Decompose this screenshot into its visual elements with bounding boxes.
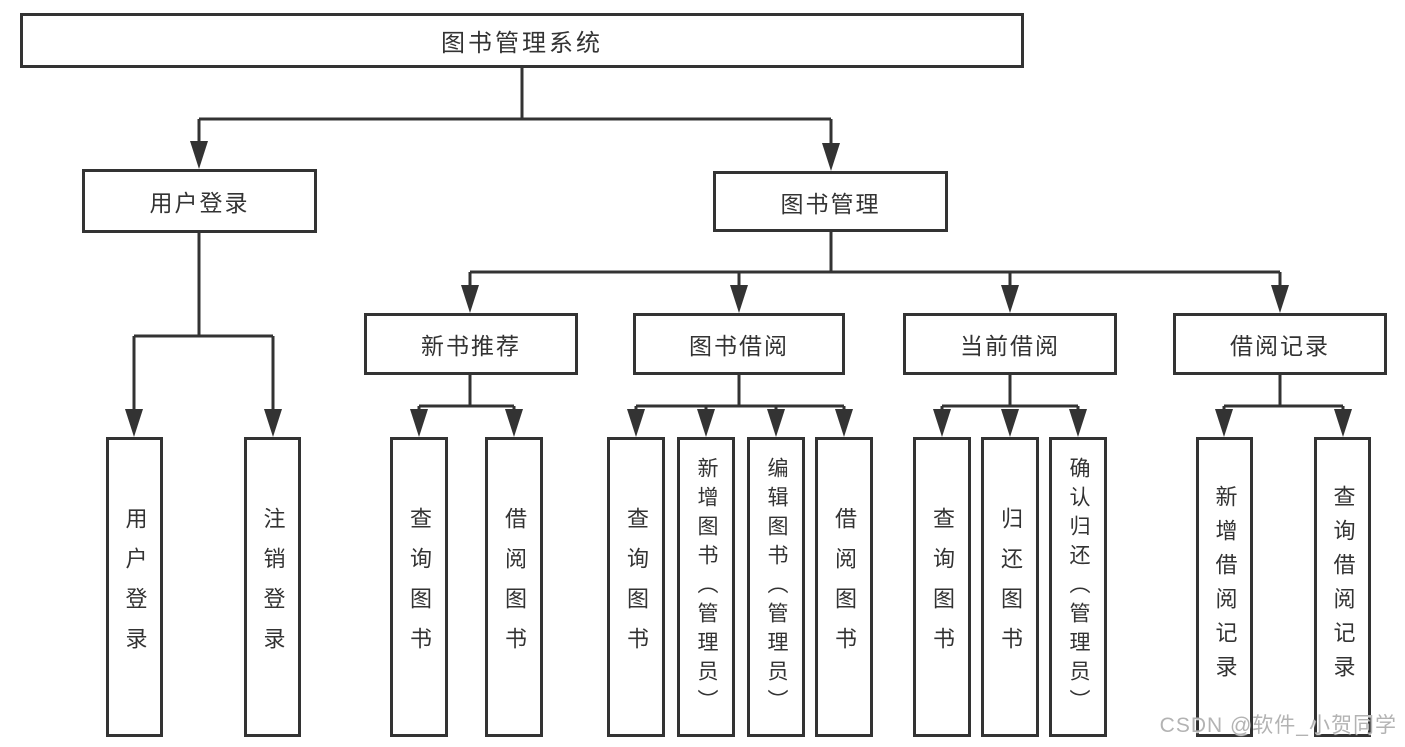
node-book-borrowing: 图书借阅 [633,313,845,375]
leaf-user-login-label: 用户登录 [122,507,148,667]
node-book-management: 图书管理 [713,171,948,232]
leaf-query-books-2: 查询图书 [607,437,665,737]
arrowhead [461,285,479,313]
leaf-query-books-1: 查询图书 [390,437,448,737]
arrowhead [1001,285,1019,313]
node-current-borrowing: 当前借阅 [903,313,1117,375]
leaf-query-books-3: 查询图书 [913,437,971,737]
node-library-system: 图书管理系统 [20,13,1024,68]
arrowhead [264,409,282,437]
node-borrowing-records: 借阅记录 [1173,313,1387,375]
node-user-login-label: 用户登录 [149,190,250,216]
arrowhead [1271,285,1289,313]
arrowhead [125,409,143,437]
leaf-query-borrow-record: 查询借阅记录 [1314,437,1371,737]
leaf-add-book-admin: 新增图书（管理员） [677,437,735,737]
node-current-borrowing-label: 当前借阅 [960,333,1060,359]
arrowhead [410,409,428,437]
node-new-book-recommend: 新书推荐 [364,313,578,375]
leaf-edit-book-admin: 编辑图书（管理员） [747,437,805,737]
leaf-user-login: 用户登录 [106,437,163,737]
arrowhead [822,143,840,171]
arrowhead [933,409,951,437]
node-new-book-recommend-label: 新书推荐 [421,333,521,359]
leaf-confirm-return-admin-label: 确认归还（管理员） [1067,456,1090,718]
leaf-borrow-books-1: 借阅图书 [485,437,543,737]
csdn-watermark: CSDN @软件_小贺同学 [1159,714,1397,737]
leaf-query-books-2-label: 查询图书 [624,507,649,667]
leaf-add-book-admin-label: 新增图书（管理员） [695,456,718,718]
leaf-query-books-1-label: 查询图书 [407,507,432,667]
leaf-confirm-return-admin: 确认归还（管理员） [1049,437,1107,737]
arrowhead [767,409,785,437]
leaf-add-borrow-record-label: 新增借阅记录 [1212,485,1238,689]
arrowhead [1001,409,1019,437]
arrowhead [627,409,645,437]
arrowhead [730,285,748,313]
leaf-edit-book-admin-label: 编辑图书（管理员） [765,456,788,718]
arrowhead [697,409,715,437]
leaf-return-book-label: 归还图书 [998,507,1023,667]
arrowheads [125,141,1352,437]
leaf-logout-label: 注销登录 [260,507,286,667]
leaf-return-book: 归还图书 [981,437,1039,737]
leaf-borrow-books-1-label: 借阅图书 [502,507,527,667]
node-library-system-label: 图书管理系统 [441,30,603,57]
leaf-query-borrow-record-label: 查询借阅记录 [1330,485,1356,689]
arrowhead [835,409,853,437]
arrowhead [1215,409,1233,437]
arrowhead [1334,409,1352,437]
node-user-login: 用户登录 [82,169,317,233]
node-book-management-label: 图书管理 [780,190,881,217]
leaf-borrow-books-2-label: 借阅图书 [832,507,857,667]
node-borrowing-records-label: 借阅记录 [1230,333,1330,359]
node-book-borrowing-label: 图书借阅 [689,333,789,359]
leaf-logout: 注销登录 [244,437,301,737]
arrowhead [1069,409,1087,437]
connector-shafts [132,68,1345,411]
arrowhead [505,409,523,437]
leaf-query-books-3-label: 查询图书 [930,507,955,667]
leaf-add-borrow-record: 新增借阅记录 [1196,437,1253,737]
leaf-borrow-books-2: 借阅图书 [815,437,873,737]
arrowhead [190,141,208,169]
